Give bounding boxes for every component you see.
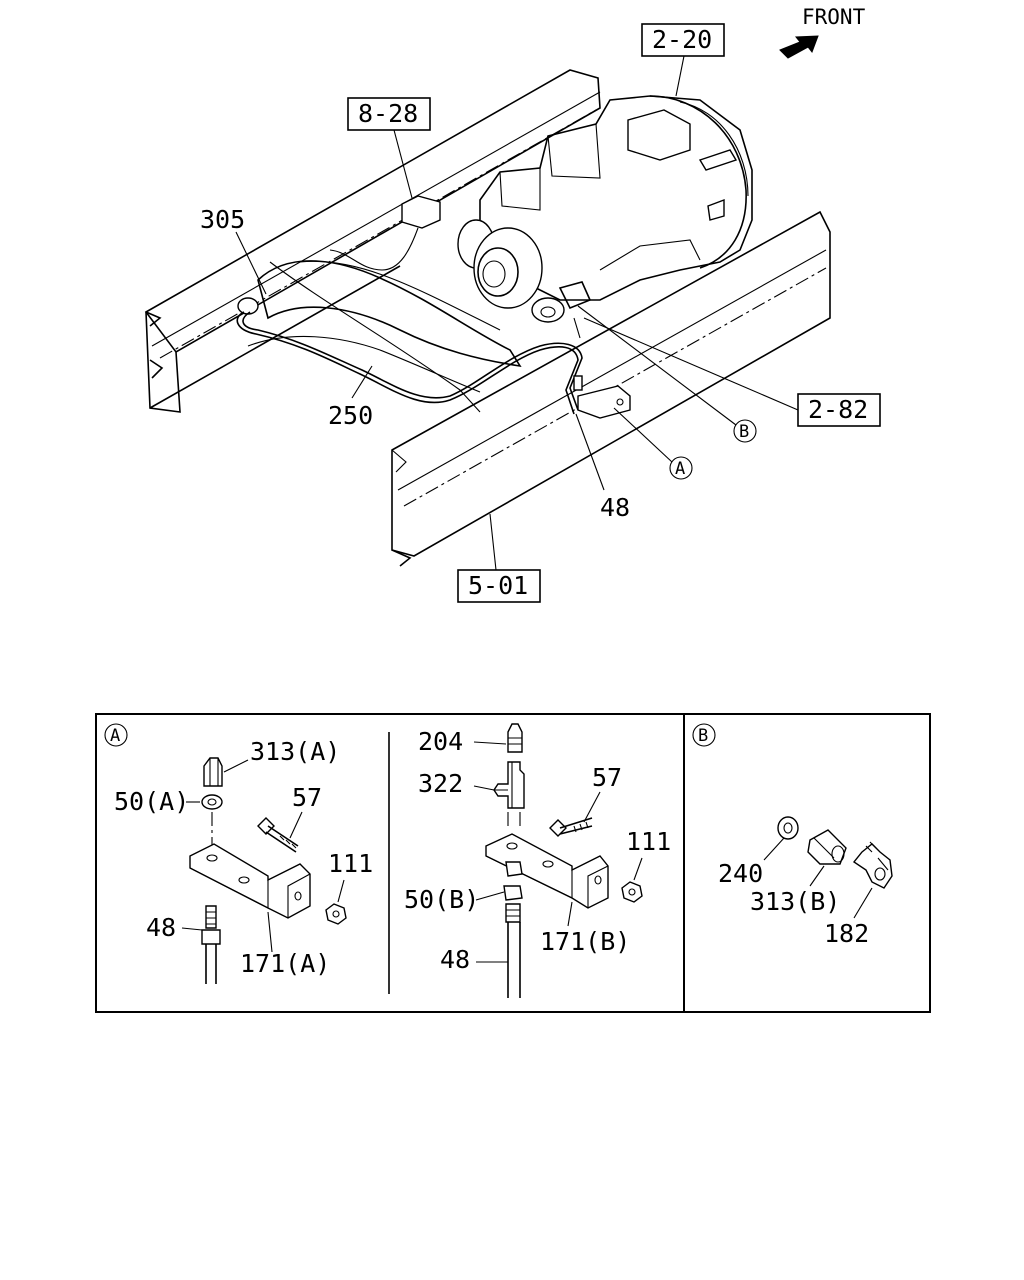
part-57-b: 57 xyxy=(592,763,622,792)
part-313a: 313(A) xyxy=(250,737,340,766)
detail-a-right: 204 322 57 111 50(B) 171(B) 48 xyxy=(404,723,671,998)
detail-b: B 240 313(B) 182 xyxy=(692,723,893,948)
marker-b-main: B xyxy=(739,422,749,442)
lower-frame-rail xyxy=(391,210,831,567)
detail-panel: A xyxy=(95,713,931,1013)
marker-a-circle xyxy=(669,456,693,480)
speed-sensor-connector xyxy=(329,195,441,271)
part-305: 305 xyxy=(200,205,245,234)
part-48-a: 48 xyxy=(146,913,176,942)
marker-b-circle xyxy=(733,419,757,443)
ref-box-5-01 xyxy=(457,569,541,603)
detail-b-marker-circle xyxy=(692,723,716,747)
part-182: 182 xyxy=(824,919,869,948)
detail-b-marker: B xyxy=(698,726,708,746)
detail-a-left: A xyxy=(104,723,373,984)
detail-a-marker: A xyxy=(110,726,120,746)
part-48-b: 48 xyxy=(440,945,470,974)
main-view: FRONT xyxy=(144,5,881,603)
part-50b: 50(B) xyxy=(404,885,479,914)
part-48-main: 48 xyxy=(600,493,630,522)
part-313b: 313(B) xyxy=(750,887,840,916)
part-111-b: 111 xyxy=(626,827,671,856)
ref-box-8-28 xyxy=(347,97,431,131)
part-322: 322 xyxy=(418,769,463,798)
front-arrow-icon xyxy=(779,35,819,59)
part-240: 240 xyxy=(718,859,763,888)
ref-2-82: 2-82 xyxy=(808,395,868,424)
ref-5-01: 5-01 xyxy=(468,571,528,600)
part-111-a: 111 xyxy=(328,849,373,878)
upper-frame-rail xyxy=(144,69,601,413)
part-57-a: 57 xyxy=(292,783,322,812)
part-171b: 171(B) xyxy=(540,927,630,956)
part-171a: 171(A) xyxy=(240,949,330,978)
part-50a: 50(A) xyxy=(114,787,189,816)
front-label: FRONT xyxy=(802,5,866,29)
marker-a-main: A xyxy=(675,459,685,479)
ref-8-28: 8-28 xyxy=(358,99,418,128)
part-204: 204 xyxy=(418,727,463,756)
ref-2-20: 2-20 xyxy=(652,25,712,54)
transmission xyxy=(457,95,753,323)
bracket-a xyxy=(573,375,631,419)
detail-frame xyxy=(95,713,931,1013)
breather-hose xyxy=(236,297,583,415)
ref-box-2-20 xyxy=(641,23,725,57)
part-250: 250 xyxy=(328,401,373,430)
detail-a-marker-circle xyxy=(104,723,128,747)
